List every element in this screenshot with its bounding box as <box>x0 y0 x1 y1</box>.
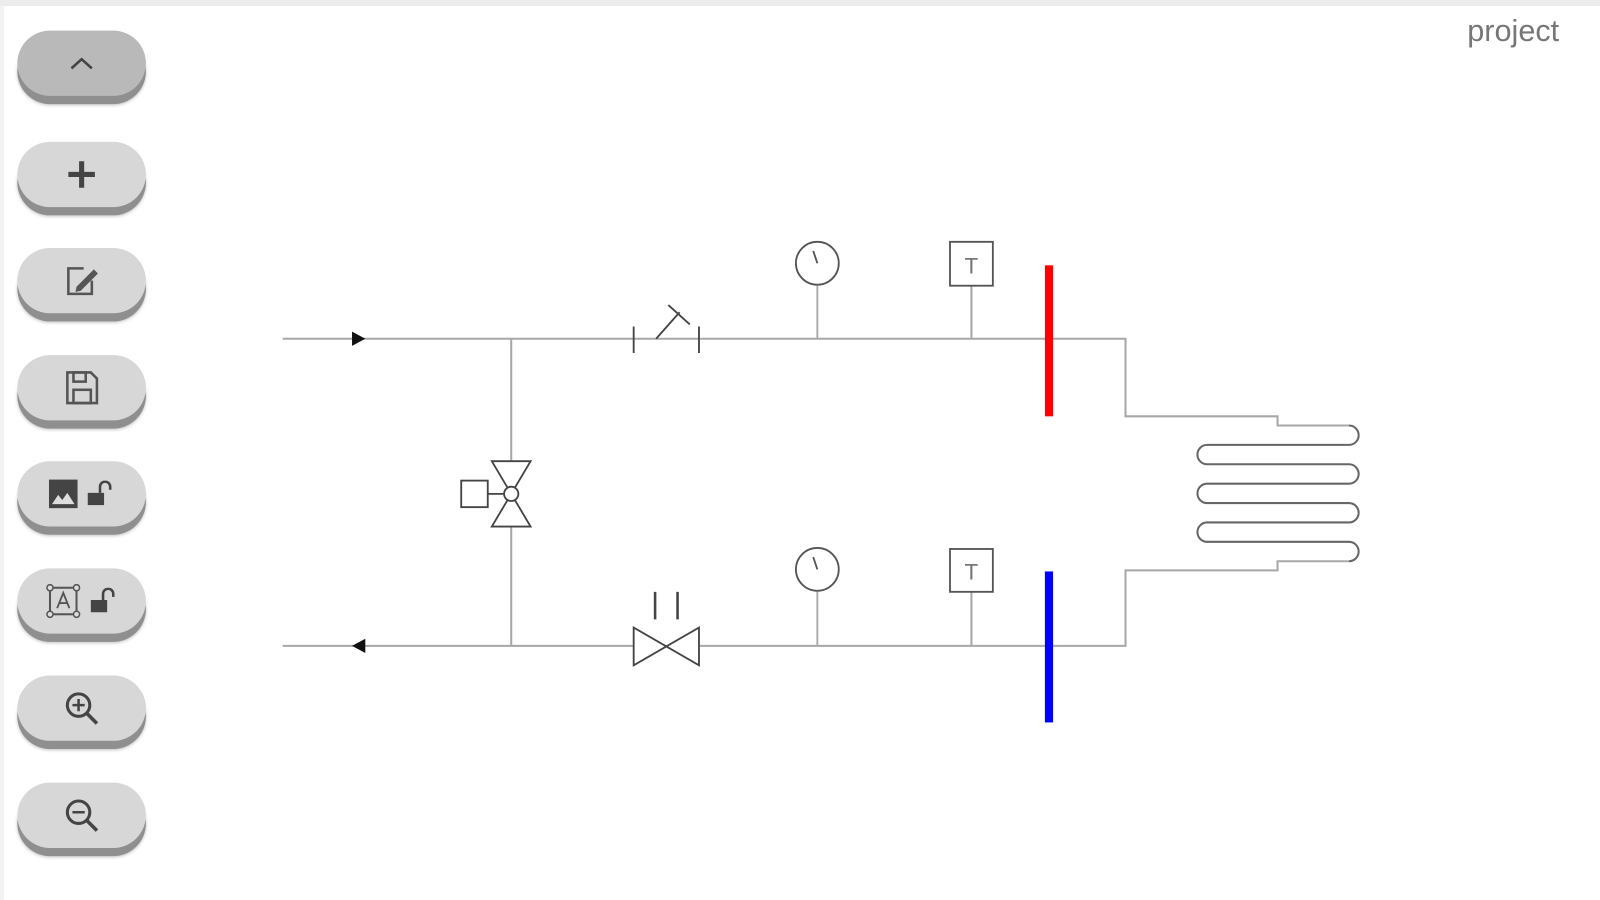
add-button[interactable] <box>17 141 146 208</box>
gate-valve[interactable] <box>632 591 700 667</box>
floor-heating-coil[interactable] <box>1196 424 1360 563</box>
save-button[interactable] <box>17 355 146 421</box>
three-way-valve[interactable] <box>460 460 533 528</box>
flow-arrow-left-icon <box>352 638 366 654</box>
thermometer-label: T <box>965 560 979 585</box>
return-pipe[interactable] <box>282 560 1349 647</box>
pressure-gauge-return[interactable] <box>794 547 840 646</box>
image-lock-button[interactable] <box>17 461 146 527</box>
text-lock-button[interactable] <box>17 568 146 634</box>
text-box-icon <box>46 583 81 619</box>
thermometer-supply[interactable]: T <box>949 240 994 339</box>
chevron-up-icon <box>70 57 93 70</box>
zoom-out-button[interactable] <box>17 782 146 848</box>
check-valve[interactable] <box>632 304 700 354</box>
edit-icon <box>67 267 98 296</box>
floppy-disk-icon <box>66 371 99 405</box>
thermometer-return[interactable]: T <box>949 548 994 646</box>
project-title: project <box>1467 14 1560 48</box>
supply-marker[interactable] <box>1044 265 1054 417</box>
zoom-in-button[interactable] <box>17 675 146 741</box>
top-border <box>0 0 1600 7</box>
image-icon <box>48 479 78 509</box>
unlocked-icon <box>87 480 112 506</box>
supply-pipe[interactable] <box>282 337 1349 427</box>
edit-button[interactable] <box>17 247 146 314</box>
pressure-gauge-supply[interactable] <box>794 240 840 339</box>
zoom-out-icon <box>65 799 99 832</box>
zoom-in-icon <box>65 692 99 725</box>
thermometer-label: T <box>965 253 979 278</box>
return-marker[interactable] <box>1044 571 1054 723</box>
plus-icon <box>68 161 95 188</box>
flow-arrow-right-icon <box>352 331 366 346</box>
unlocked-icon <box>90 587 115 613</box>
left-border <box>0 6 5 900</box>
collapse-button[interactable] <box>17 30 146 96</box>
